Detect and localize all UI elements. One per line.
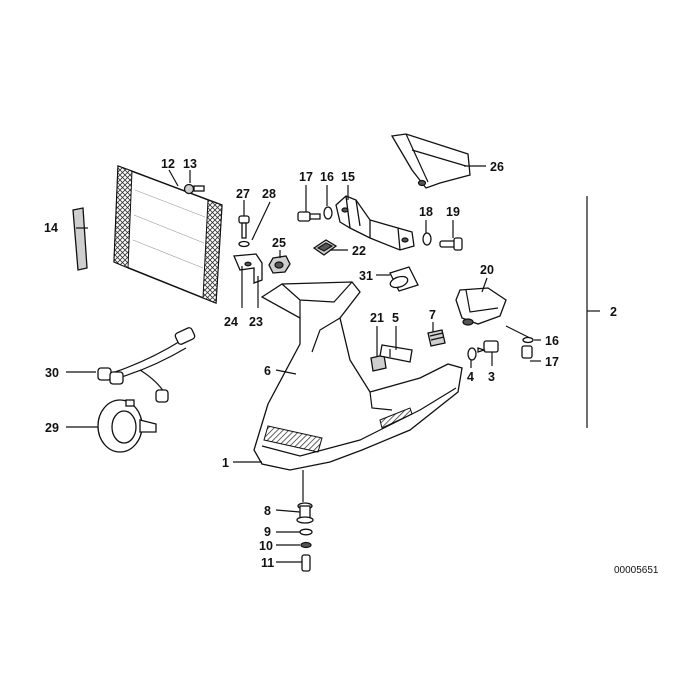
callout-19: 19 bbox=[446, 205, 460, 219]
callout-24: 24 bbox=[224, 315, 238, 329]
callout-7: 7 bbox=[429, 308, 436, 322]
washer bbox=[299, 528, 313, 536]
callout-31: 31 bbox=[359, 269, 373, 283]
horn bbox=[97, 399, 157, 453]
bracket-plate bbox=[379, 344, 413, 363]
washer bbox=[422, 232, 432, 246]
callout-21: 21 bbox=[370, 311, 384, 325]
washer bbox=[323, 206, 333, 220]
upper-bracket bbox=[390, 133, 471, 189]
washer bbox=[238, 240, 250, 248]
damper bbox=[427, 329, 446, 347]
screw bbox=[238, 215, 250, 239]
callout-10: 10 bbox=[259, 539, 273, 553]
callout-23: 23 bbox=[249, 315, 263, 329]
callout-14: 14 bbox=[44, 221, 58, 235]
callout-labels: 14 12 13 27 28 25 22 24 23 17 16 15 26 1… bbox=[44, 157, 617, 570]
callout-16-right: 16 bbox=[545, 334, 559, 348]
callout-25: 25 bbox=[272, 236, 286, 250]
trim-strip bbox=[72, 207, 88, 271]
callout-17-right: 17 bbox=[545, 355, 559, 369]
reference-number: 00005651 bbox=[614, 565, 659, 576]
screw bbox=[301, 554, 311, 572]
washer bbox=[522, 336, 534, 344]
callout-11: 11 bbox=[261, 556, 274, 570]
callout-5: 5 bbox=[392, 311, 399, 325]
screw bbox=[296, 502, 314, 524]
callout-27: 27 bbox=[236, 187, 250, 201]
callout-30: 30 bbox=[45, 366, 59, 380]
callout-8: 8 bbox=[264, 504, 271, 518]
screw bbox=[297, 211, 321, 222]
fairing-panel bbox=[253, 281, 463, 471]
callout-16-top: 16 bbox=[320, 170, 334, 184]
support-bracket bbox=[455, 287, 507, 326]
callout-9: 9 bbox=[264, 525, 271, 539]
callout-2: 2 bbox=[610, 305, 617, 319]
callout-17-top: 17 bbox=[299, 170, 313, 184]
screw bbox=[477, 340, 499, 353]
callout-20: 20 bbox=[480, 263, 494, 277]
mounting-bracket bbox=[335, 195, 415, 251]
screw bbox=[521, 345, 533, 359]
grommet bbox=[183, 183, 205, 195]
clip bbox=[312, 239, 338, 256]
callout-15: 15 bbox=[341, 170, 355, 184]
callout-12: 12 bbox=[161, 157, 175, 171]
callout-3: 3 bbox=[488, 370, 495, 384]
callout-6: 6 bbox=[264, 364, 271, 378]
callout-18: 18 bbox=[419, 205, 433, 219]
sleeve bbox=[389, 266, 419, 292]
washer bbox=[467, 347, 477, 361]
callout-29: 29 bbox=[45, 421, 59, 435]
nut bbox=[268, 255, 291, 274]
screw bbox=[439, 237, 463, 251]
washer bbox=[300, 541, 312, 549]
callout-13: 13 bbox=[183, 157, 197, 171]
callout-1: 1 bbox=[222, 456, 229, 470]
leader-lines bbox=[66, 165, 600, 563]
callout-26: 26 bbox=[490, 160, 504, 174]
wiring-harness bbox=[97, 327, 196, 403]
callout-22: 22 bbox=[352, 244, 366, 258]
callout-4: 4 bbox=[467, 370, 474, 384]
radiator bbox=[113, 165, 223, 304]
callout-28: 28 bbox=[262, 187, 276, 201]
